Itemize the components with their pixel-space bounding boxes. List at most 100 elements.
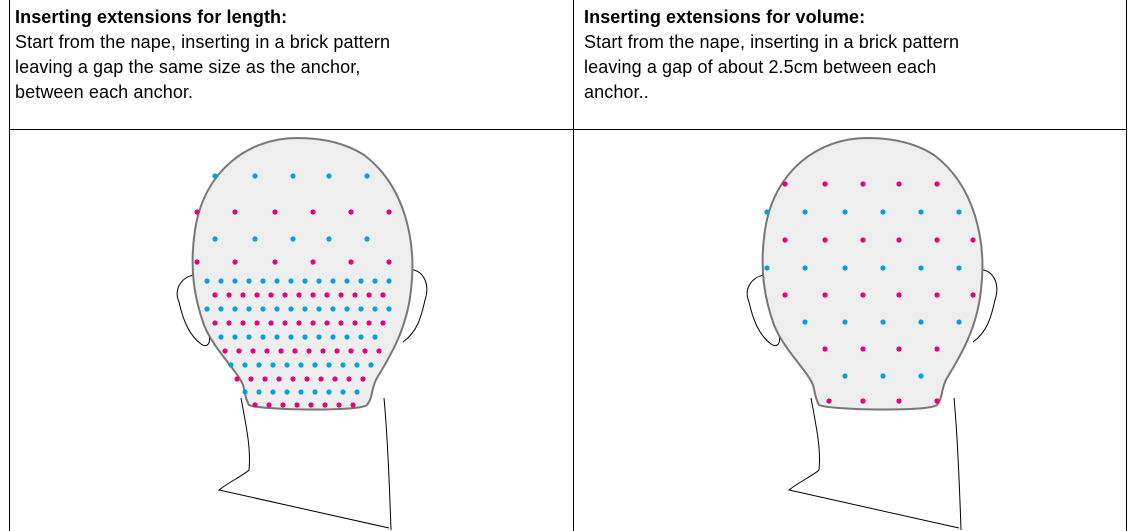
blue-anchor-dot <box>918 373 923 378</box>
blue-anchor-dot <box>284 389 289 394</box>
pink-anchor-dot <box>860 398 865 403</box>
pink-anchor-dot <box>272 209 277 214</box>
blue-anchor-dot <box>298 362 303 367</box>
blue-anchor-dot <box>232 334 237 339</box>
blue-anchor-dot <box>842 265 847 270</box>
pink-anchor-dot <box>306 348 311 353</box>
pink-anchor-dot <box>304 376 309 381</box>
blue-anchor-dot <box>842 373 847 378</box>
blue-anchor-dot <box>330 306 335 311</box>
blue-anchor-dot <box>218 334 223 339</box>
pink-anchor-dot <box>240 320 245 325</box>
blue-anchor-dot <box>358 334 363 339</box>
pink-anchor-dot <box>782 181 787 186</box>
pink-anchor-dot <box>310 292 315 297</box>
pink-anchor-dot <box>226 292 231 297</box>
blue-anchor-dot <box>354 389 359 394</box>
pink-anchor-dot <box>822 237 827 242</box>
pink-anchor-dot <box>348 259 353 264</box>
pink-anchor-dot <box>376 348 381 353</box>
pink-anchor-dot <box>254 320 259 325</box>
pink-anchor-dot <box>350 402 355 407</box>
blue-anchor-dot <box>340 389 345 394</box>
pink-anchor-dot <box>386 209 391 214</box>
blue-anchor-dot <box>312 389 317 394</box>
pink-anchor-dot <box>268 292 273 297</box>
pink-anchor-dot <box>860 181 865 186</box>
pink-anchor-dot <box>934 398 939 403</box>
blue-anchor-dot <box>260 306 265 311</box>
pink-anchor-dot <box>826 398 831 403</box>
blue-anchor-dot <box>386 278 391 283</box>
blue-anchor-dot <box>218 306 223 311</box>
pink-anchor-dot <box>934 346 939 351</box>
blue-anchor-dot <box>364 236 369 241</box>
pink-anchor-dot <box>308 402 313 407</box>
pink-anchor-dot <box>250 348 255 353</box>
blue-anchor-dot <box>344 334 349 339</box>
blue-anchor-dot <box>204 278 209 283</box>
pink-anchor-dot <box>338 320 343 325</box>
neck-left-line <box>789 398 959 528</box>
blue-anchor-dot <box>302 278 307 283</box>
blue-anchor-dot <box>270 389 275 394</box>
length-heading: Inserting extensions for length: <box>15 5 565 30</box>
pink-anchor-dot <box>362 348 367 353</box>
pink-anchor-dot <box>322 402 327 407</box>
pink-anchor-dot <box>292 348 297 353</box>
pink-anchor-dot <box>232 209 237 214</box>
pink-anchor-dot <box>366 292 371 297</box>
pink-anchor-dot <box>896 237 901 242</box>
pink-anchor-dot <box>226 320 231 325</box>
pink-anchor-dot <box>334 348 339 353</box>
volume-head-svg <box>729 130 999 531</box>
pink-anchor-dot <box>254 292 259 297</box>
pink-anchor-dot <box>318 376 323 381</box>
pink-anchor-dot <box>782 237 787 242</box>
blue-anchor-dot <box>302 306 307 311</box>
blue-anchor-dot <box>246 306 251 311</box>
pink-anchor-dot <box>248 376 253 381</box>
blue-anchor-dot <box>204 306 209 311</box>
pink-anchor-dot <box>380 320 385 325</box>
pink-anchor-dot <box>896 346 901 351</box>
blue-anchor-dot <box>312 362 317 367</box>
blue-anchor-dot <box>842 319 847 324</box>
blue-anchor-dot <box>880 209 885 214</box>
blue-anchor-dot <box>386 306 391 311</box>
left-text-cell: Inserting extensions for length: Start f… <box>15 5 565 105</box>
pink-anchor-dot <box>262 376 267 381</box>
blue-anchor-dot <box>802 209 807 214</box>
pink-anchor-dot <box>194 259 199 264</box>
blue-anchor-dot <box>228 362 233 367</box>
blue-anchor-dot <box>330 278 335 283</box>
blue-anchor-dot <box>302 334 307 339</box>
blue-anchor-dot <box>340 362 345 367</box>
instruction-table: Inserting extensions for length: Start f… <box>9 0 1127 531</box>
blue-anchor-dot <box>252 173 257 178</box>
blue-anchor-dot <box>232 278 237 283</box>
pink-anchor-dot <box>336 402 341 407</box>
pink-anchor-dot <box>360 376 365 381</box>
blue-anchor-dot <box>288 278 293 283</box>
pink-anchor-dot <box>860 292 865 297</box>
pink-anchor-dot <box>896 181 901 186</box>
blue-anchor-dot <box>274 278 279 283</box>
length-instruction-line-2: leaving a gap the same size as the ancho… <box>15 55 565 80</box>
blue-anchor-dot <box>372 278 377 283</box>
head-shape <box>193 138 413 410</box>
blue-anchor-dot <box>256 362 261 367</box>
head-outline <box>747 138 997 530</box>
pink-anchor-dot <box>264 348 269 353</box>
blue-anchor-dot <box>326 236 331 241</box>
blue-anchor-dot <box>368 362 373 367</box>
blue-anchor-dot <box>344 306 349 311</box>
neck-right-line <box>954 398 961 530</box>
volume-instruction-line-1: Start from the nape, inserting in a bric… <box>584 30 1124 55</box>
pink-anchor-dot <box>366 320 371 325</box>
pink-anchor-dot <box>280 402 285 407</box>
blue-anchor-dot <box>880 373 885 378</box>
blue-anchor-dot <box>802 319 807 324</box>
blue-anchor-dot <box>316 278 321 283</box>
blue-anchor-dot <box>956 265 961 270</box>
